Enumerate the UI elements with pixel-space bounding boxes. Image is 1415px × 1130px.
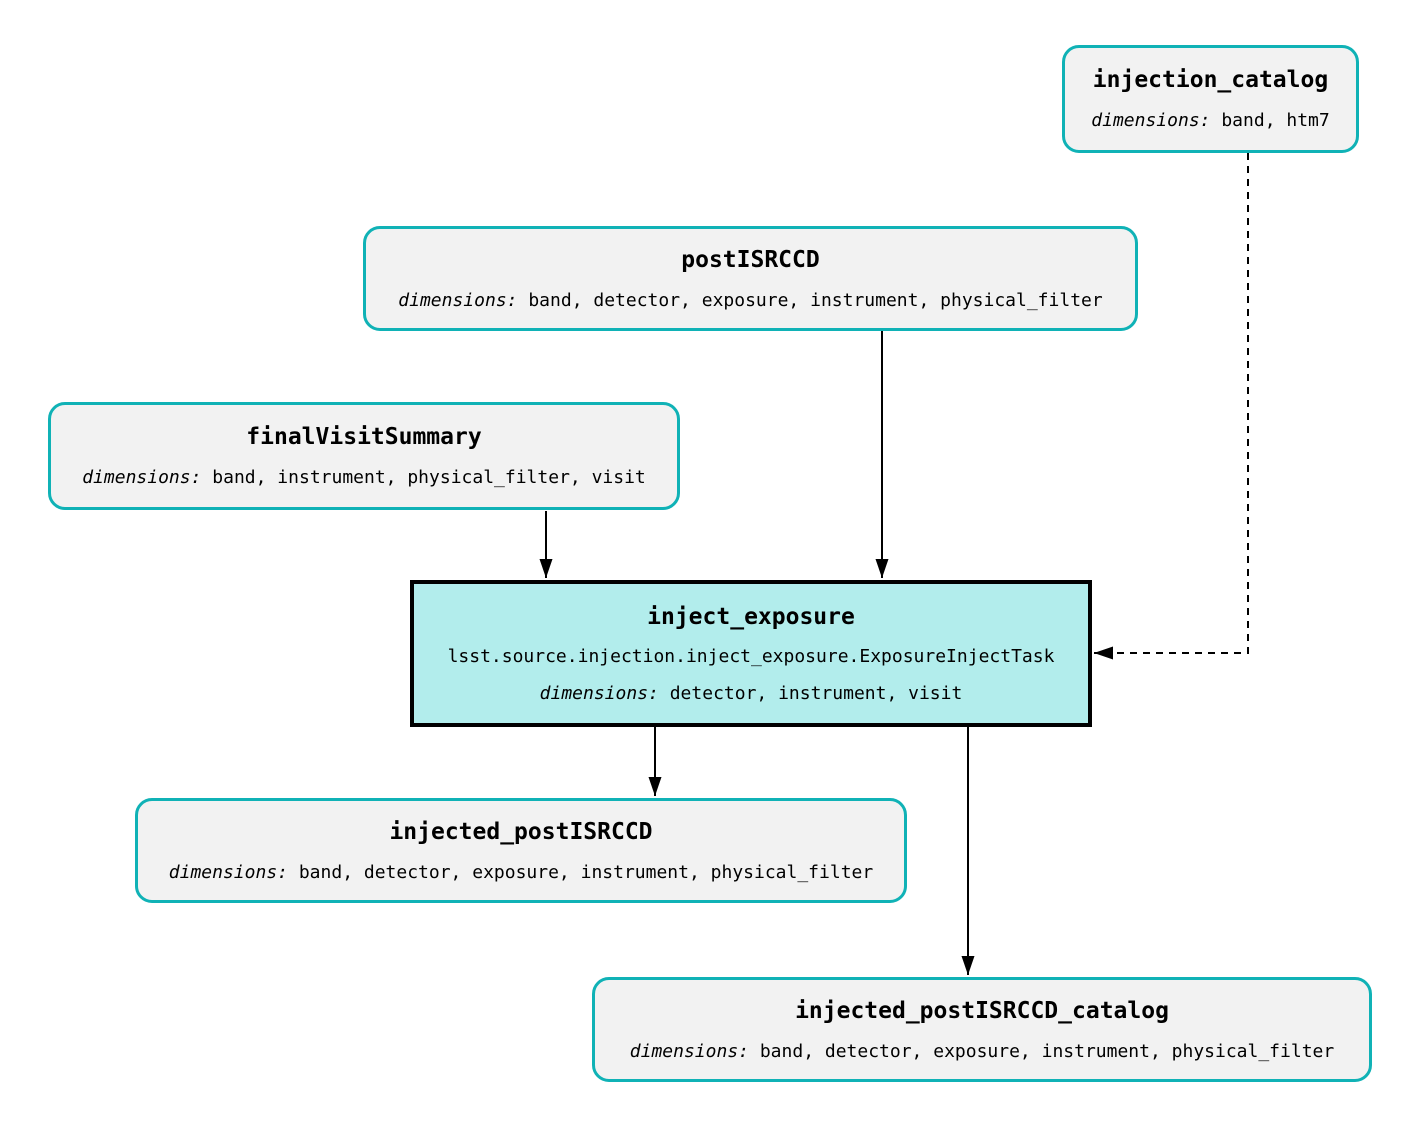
node-title: injected_postISRCCD xyxy=(389,818,653,845)
node-dimensions: dimensions: band, detector, exposure, in… xyxy=(630,1041,1334,1063)
node-injected-postisrccd-catalog: injected_postISRCCD_catalog dimensions: … xyxy=(592,977,1372,1082)
dimensions-value: band, detector, exposure, instrument, ph… xyxy=(298,861,874,883)
node-title: postISRCCD xyxy=(681,246,820,273)
node-title: inject_exposure xyxy=(647,603,855,630)
task-class-path: lsst.source.injection.inject_exposure.Ex… xyxy=(447,645,1055,667)
node-injection-catalog: injection_catalog dimensions: band, htm7 xyxy=(1062,45,1359,153)
edge-injection-catalog-to-inject-exposure xyxy=(1094,153,1249,660)
node-title: injection_catalog xyxy=(1092,67,1329,93)
dimensions-value: detector, instrument, visit xyxy=(669,682,963,704)
dimensions-label: dimensions: xyxy=(629,1040,749,1062)
dimensions-label: dimensions: xyxy=(539,682,659,704)
node-injected-postisrccd: injected_postISRCCD dimensions: band, de… xyxy=(135,798,907,903)
dimensions-label: dimensions: xyxy=(168,861,288,883)
dimensions-label: dimensions: xyxy=(1091,110,1211,131)
dimensions-label: dimensions: xyxy=(82,467,202,488)
dimensions-value: band, detector, exposure, instrument, ph… xyxy=(759,1040,1335,1062)
dimensions-value: band, detector, exposure, instrument, ph… xyxy=(528,289,1103,311)
node-dimensions: dimensions: band, detector, exposure, in… xyxy=(169,862,873,884)
node-postisrccd: postISRCCD dimensions: band, detector, e… xyxy=(363,226,1138,331)
node-dimensions: dimensions: band, htm7 xyxy=(1091,110,1329,132)
node-inject-exposure-task: inject_exposure lsst.source.injection.in… xyxy=(410,580,1092,727)
dimensions-value: band, instrument, physical_filter, visit xyxy=(212,467,646,488)
node-dimensions: dimensions: band, instrument, physical_f… xyxy=(82,467,646,489)
node-dimensions: dimensions: band, detector, exposure, in… xyxy=(398,290,1102,312)
dimensions-value: band, htm7 xyxy=(1221,110,1330,131)
node-title: finalVisitSummary xyxy=(246,424,482,450)
node-dimensions: dimensions: detector, instrument, visit xyxy=(540,683,963,705)
node-title: injected_postISRCCD_catalog xyxy=(795,997,1169,1024)
dimensions-label: dimensions: xyxy=(398,289,518,311)
node-finalvisitsummary: finalVisitSummary dimensions: band, inst… xyxy=(48,402,680,510)
